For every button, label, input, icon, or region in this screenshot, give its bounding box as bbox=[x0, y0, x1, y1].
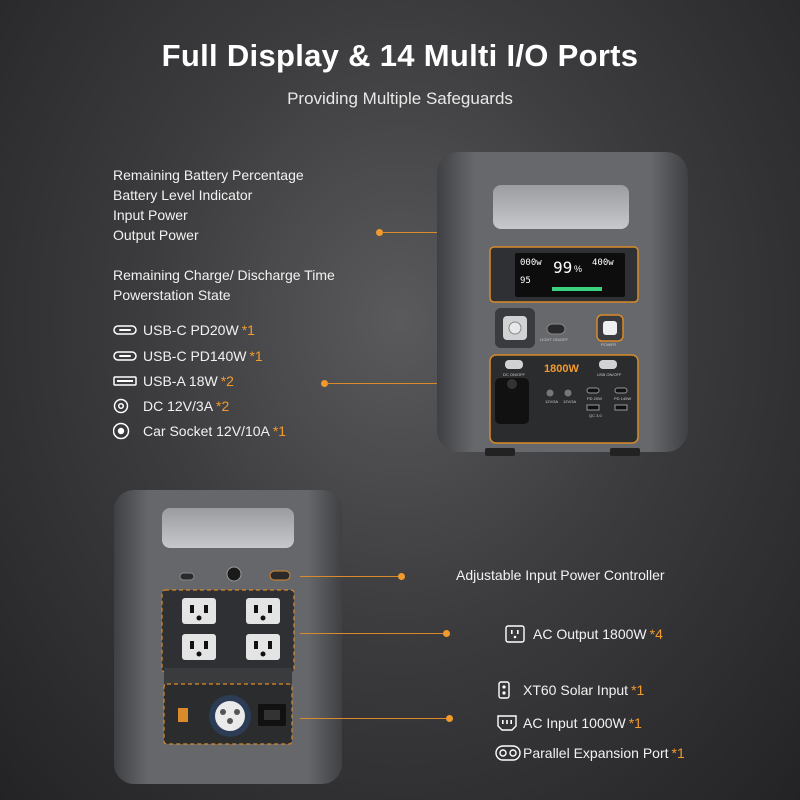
ac-input-icon bbox=[495, 714, 523, 732]
ac-outlet-icon bbox=[505, 625, 533, 643]
usb-button-label: USB ON/OFF bbox=[597, 372, 622, 377]
port-label: XT60 Solar Input bbox=[523, 682, 629, 698]
port-label: Car Socket 12V/10A bbox=[143, 423, 270, 439]
power-station-rear bbox=[112, 488, 344, 788]
callout-line bbox=[327, 383, 493, 384]
footnote-mark: *1 bbox=[631, 682, 645, 698]
screen-time: 95 bbox=[520, 276, 531, 286]
rear-label-ac-input: AC Input 1000W *1 bbox=[495, 712, 642, 734]
callout-dot bbox=[446, 715, 453, 722]
light-button-label: LIGHT ON/OFF bbox=[540, 337, 568, 342]
pd140-label: PD 140W bbox=[614, 396, 632, 401]
callout-line bbox=[300, 633, 445, 634]
screen-percent-sign: % bbox=[574, 264, 583, 274]
power-button-label: POWER bbox=[601, 342, 617, 347]
page-subtitle: Providing Multiple Safeguards bbox=[287, 89, 513, 108]
power-rating-label: 1800W bbox=[544, 363, 579, 375]
port-label: Parallel Expansion Port bbox=[523, 745, 669, 761]
callout-dot bbox=[398, 573, 405, 580]
port-car-socket: Car Socket 12V/10A *1 bbox=[113, 421, 286, 441]
power-station-front bbox=[435, 150, 690, 462]
callout-dot bbox=[321, 380, 328, 387]
feature-remaining-time: Remaining Charge/ Discharge Time bbox=[113, 267, 335, 283]
port-label: DC 12V/3A bbox=[143, 398, 214, 414]
dc-button-label: DC ON/OFF bbox=[503, 372, 525, 377]
pd20-label: PD 20W bbox=[587, 396, 602, 401]
footnote-mark: *1 bbox=[628, 715, 642, 731]
port-label: Adjustable Input Power Controller bbox=[456, 567, 665, 583]
feature-output-power: Output Power bbox=[113, 227, 199, 243]
port-label: USB-C PD140W bbox=[143, 348, 247, 364]
screen-input: 000w bbox=[520, 258, 542, 268]
dc-port-icon bbox=[113, 398, 143, 414]
page-title: Full Display & 14 Multi I/O Ports bbox=[161, 38, 639, 73]
rear-label-xt60: XT60 Solar Input *1 bbox=[495, 679, 644, 701]
usb-c-icon bbox=[113, 324, 143, 336]
port-usb-c-pd20: USB-C PD20W *1 bbox=[113, 320, 255, 340]
rear-label-input-controller: Adjustable Input Power Controller bbox=[456, 564, 665, 586]
footnote-mark: *1 bbox=[241, 322, 255, 338]
port-label: USB-C PD20W bbox=[143, 322, 239, 338]
usb-a-icon bbox=[113, 375, 143, 387]
feature-input-power: Input Power bbox=[113, 207, 188, 223]
feature-powerstation-state: Powerstation State bbox=[113, 287, 231, 303]
feature-battery-percentage: Remaining Battery Percentage bbox=[113, 167, 304, 183]
footnote-mark: *1 bbox=[272, 423, 287, 439]
screen-output: 400w bbox=[592, 258, 614, 268]
port-label: AC Output 1800W bbox=[533, 626, 647, 642]
dc1-label: 12V/3A bbox=[545, 399, 559, 404]
footnote-mark: *1 bbox=[249, 348, 263, 364]
usb-c-icon bbox=[113, 350, 143, 362]
callout-line bbox=[300, 718, 448, 719]
parallel-port-icon bbox=[495, 744, 523, 762]
port-usb-c-pd140: USB-C PD140W *1 bbox=[113, 346, 263, 366]
port-label: USB-A 18W bbox=[143, 373, 218, 389]
callout-dot bbox=[443, 630, 450, 637]
feature-battery-indicator: Battery Level Indicator bbox=[113, 187, 253, 203]
port-label: AC Input 1000W bbox=[523, 715, 626, 731]
rear-label-ac-output: AC Output 1800W *4 bbox=[505, 623, 663, 645]
callout-line bbox=[300, 576, 400, 577]
callout-dot bbox=[376, 229, 383, 236]
footnote-mark: *2 bbox=[216, 398, 230, 414]
footnote-mark: *1 bbox=[671, 745, 685, 761]
footnote-mark: *4 bbox=[649, 626, 663, 642]
port-usb-a: USB-A 18W *2 bbox=[113, 371, 234, 391]
car-socket-icon bbox=[113, 422, 143, 440]
footnote-mark: *2 bbox=[220, 373, 234, 389]
dc2-label: 12V/3A bbox=[563, 399, 577, 404]
xt60-icon bbox=[495, 681, 523, 699]
screen-percent: 99 bbox=[553, 258, 573, 277]
rear-label-parallel: Parallel Expansion Port *1 bbox=[495, 742, 685, 764]
usba-label: QC 3.0 bbox=[589, 413, 602, 418]
port-dc: DC 12V/3A *2 bbox=[113, 396, 229, 416]
